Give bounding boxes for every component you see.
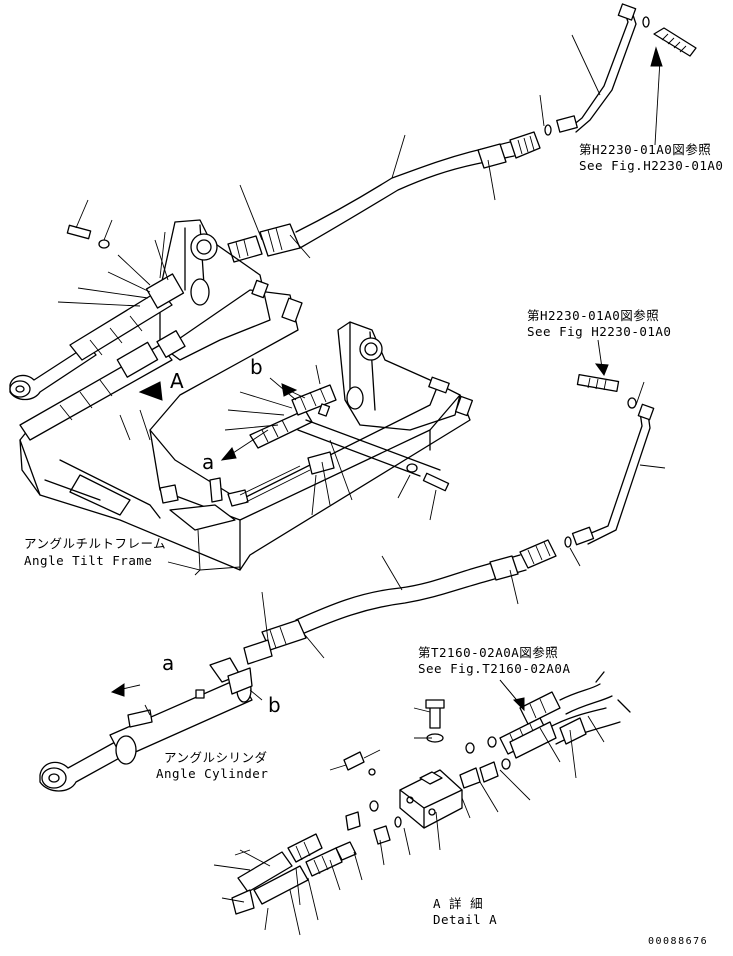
marker-b-lower: b (268, 693, 282, 717)
marker-a-upper: a (202, 450, 215, 474)
upper-hose-assembly (227, 3, 697, 263)
detail-label-en: Detail A (433, 912, 498, 927)
detail-label-jp: A 詳 細 (433, 896, 484, 911)
angle-cylinder (39, 657, 263, 792)
drawing-number: 00088676 (648, 936, 709, 947)
main-view-cylinder (9, 199, 186, 441)
marker-a-lower: a (162, 651, 175, 675)
low-reference-en: See Fig.T2160-02A0A (418, 661, 571, 676)
mid-reference-jp: 第H2230-01A0図参照 (527, 308, 660, 323)
top-reference-en: See Fig.H2230-01A0 (579, 158, 724, 173)
top-reference-jp: 第H2230-01A0図参照 (579, 142, 712, 157)
mid-reference-en: See Fig H2230-01A0 (527, 324, 672, 339)
cylinder-label-en: Angle Cylinder (156, 766, 269, 781)
view-arrow-label: A (170, 369, 185, 393)
frame-label-jp: アングルチルトフレーム (24, 536, 167, 551)
cylinder-label-jp: アングルシリンダ (164, 750, 268, 765)
marker-b-upper: b (250, 355, 264, 379)
middle-fittings (220, 364, 450, 521)
low-reference-jp: 第T2160-02A0A図参照 (418, 645, 559, 660)
lower-hose-assembly (243, 339, 666, 665)
detail-a-block (213, 671, 631, 936)
angle-tilt-frame (19, 219, 474, 576)
frame-label-en: Angle Tilt Frame (24, 553, 153, 568)
